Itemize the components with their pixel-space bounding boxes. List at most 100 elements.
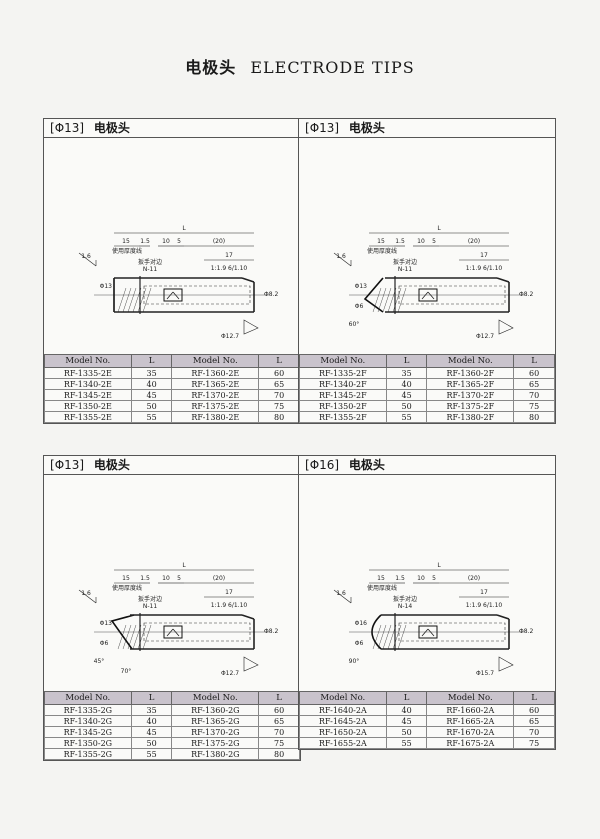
length-cell: 80	[258, 748, 300, 760]
dim-label-5: 5	[177, 575, 181, 582]
model-number-cell: RF-1640-2A	[299, 704, 387, 716]
panel-header: [Φ13] 电极头	[299, 119, 555, 138]
hatch-line	[377, 624, 387, 650]
note-thickness-line: 使用厚度线	[112, 247, 142, 255]
col-header-model: Model No.	[426, 691, 515, 705]
dim-label-L: L	[437, 225, 441, 232]
dim-label-1-5: 1.5	[140, 575, 150, 582]
dim-label-bore-diameter: Φ8.2	[519, 628, 533, 635]
model-number-cell: RF-1340-2E	[44, 378, 132, 390]
dim-label-radius: 1.6	[81, 590, 91, 597]
col-header-length: L	[513, 691, 555, 705]
model-number-cell: RF-1375-2E	[171, 400, 260, 412]
model-number-cell: RF-1345-2G	[44, 726, 132, 738]
dim-label-1-5: 1.5	[395, 575, 405, 582]
page-title-en: ELECTRODE TIPS	[250, 58, 415, 77]
model-number-cell: RF-1365-2F	[426, 378, 515, 390]
length-cell: 70	[513, 389, 555, 401]
dim-label-taper-diameter: Φ15.7	[476, 670, 494, 677]
note-wrench-flat: 扳手对边	[138, 258, 162, 266]
model-number-cell: RF-1340-2F	[299, 378, 387, 390]
model-number-cell: RF-1670-2A	[426, 726, 515, 738]
dim-label-20: (20)	[468, 575, 480, 582]
length-cell: 60	[513, 704, 555, 716]
dim-label-taper: 1:1.9 6/1.10	[466, 265, 503, 272]
length-cell: 70	[258, 389, 300, 401]
model-number-cell: RF-1380-2F	[426, 411, 515, 423]
length-cell: 60	[258, 704, 300, 716]
hatch-line	[372, 624, 382, 650]
dim-label-taper: 1:1.9 6/1.10	[211, 602, 248, 609]
model-number-cell: RF-1380-2E	[171, 411, 260, 423]
length-cell: 40	[130, 715, 173, 727]
dim-label-15: 15	[122, 238, 130, 245]
dim-label-10: 10	[162, 575, 170, 582]
hatch-line	[122, 624, 132, 650]
taper-top	[496, 277, 510, 283]
note-wrench-size: N-14	[398, 603, 412, 610]
model-number-cell: RF-1650-2A	[299, 726, 387, 738]
dim-label-taper: 1:1.9 6/1.10	[466, 602, 503, 609]
leader-line	[78, 589, 97, 604]
model-number-cell: RF-1340-2G	[44, 715, 132, 727]
dim-label-radius: 1.6	[336, 253, 346, 260]
model-number-cell: RF-1675-2A	[426, 737, 515, 749]
page-title-cn: 电极头	[185, 58, 237, 77]
dim-label-17: 17	[480, 252, 488, 259]
dim-label-taper-diameter: Φ12.7	[221, 333, 239, 340]
dim-label-20: (20)	[468, 238, 480, 245]
dim-label-10: 10	[162, 238, 170, 245]
length-cell: 45	[385, 389, 428, 401]
model-number-cell: RF-1350-2G	[44, 737, 132, 749]
panel-name: 电极头	[348, 458, 385, 472]
wrench-mark	[172, 291, 180, 300]
dim-label-diameter: Φ13	[100, 620, 113, 627]
hatch-line	[392, 287, 402, 313]
hatch-line	[142, 624, 152, 650]
col-header-model: Model No.	[171, 691, 260, 705]
dim-label-L: L	[437, 562, 441, 569]
hatch-line	[142, 287, 152, 313]
col-header-model: Model No.	[44, 354, 132, 368]
panel-header: [Φ13] 电极头	[44, 119, 300, 138]
note-wrench-flat: 扳手对边	[393, 258, 417, 266]
length-cell: 75	[258, 737, 300, 749]
hatch-line	[117, 287, 127, 313]
dim-label-diameter: Φ13	[355, 283, 368, 290]
col-header-model: Model No.	[44, 691, 132, 705]
dim-label-taper-diameter: Φ12.7	[221, 670, 239, 677]
col-header-length: L	[130, 691, 173, 705]
model-number-cell: RF-1370-2F	[426, 389, 515, 401]
note-wrench-size: N-11	[143, 266, 157, 273]
model-number-cell: RF-1350-2F	[299, 400, 387, 412]
note-wrench-flat: 扳手对边	[138, 595, 162, 603]
surface-finish-mark	[498, 656, 514, 672]
wrench-mark	[421, 628, 429, 637]
model-number-cell: RF-1375-2G	[171, 737, 260, 749]
col-header-length: L	[130, 354, 173, 368]
size-label: Φ13	[54, 458, 80, 472]
size-label: Φ16	[309, 458, 335, 472]
dim-label-17: 17	[225, 589, 233, 596]
hatch-line	[382, 624, 392, 650]
taper-top	[241, 614, 255, 620]
length-cell: 75	[513, 737, 555, 749]
hatch-line	[397, 287, 407, 313]
dim-label-5: 5	[432, 575, 436, 582]
note-thickness-line: 使用厚度线	[112, 584, 142, 592]
dim-label-taper: 1:1.9 6/1.10	[211, 265, 248, 272]
